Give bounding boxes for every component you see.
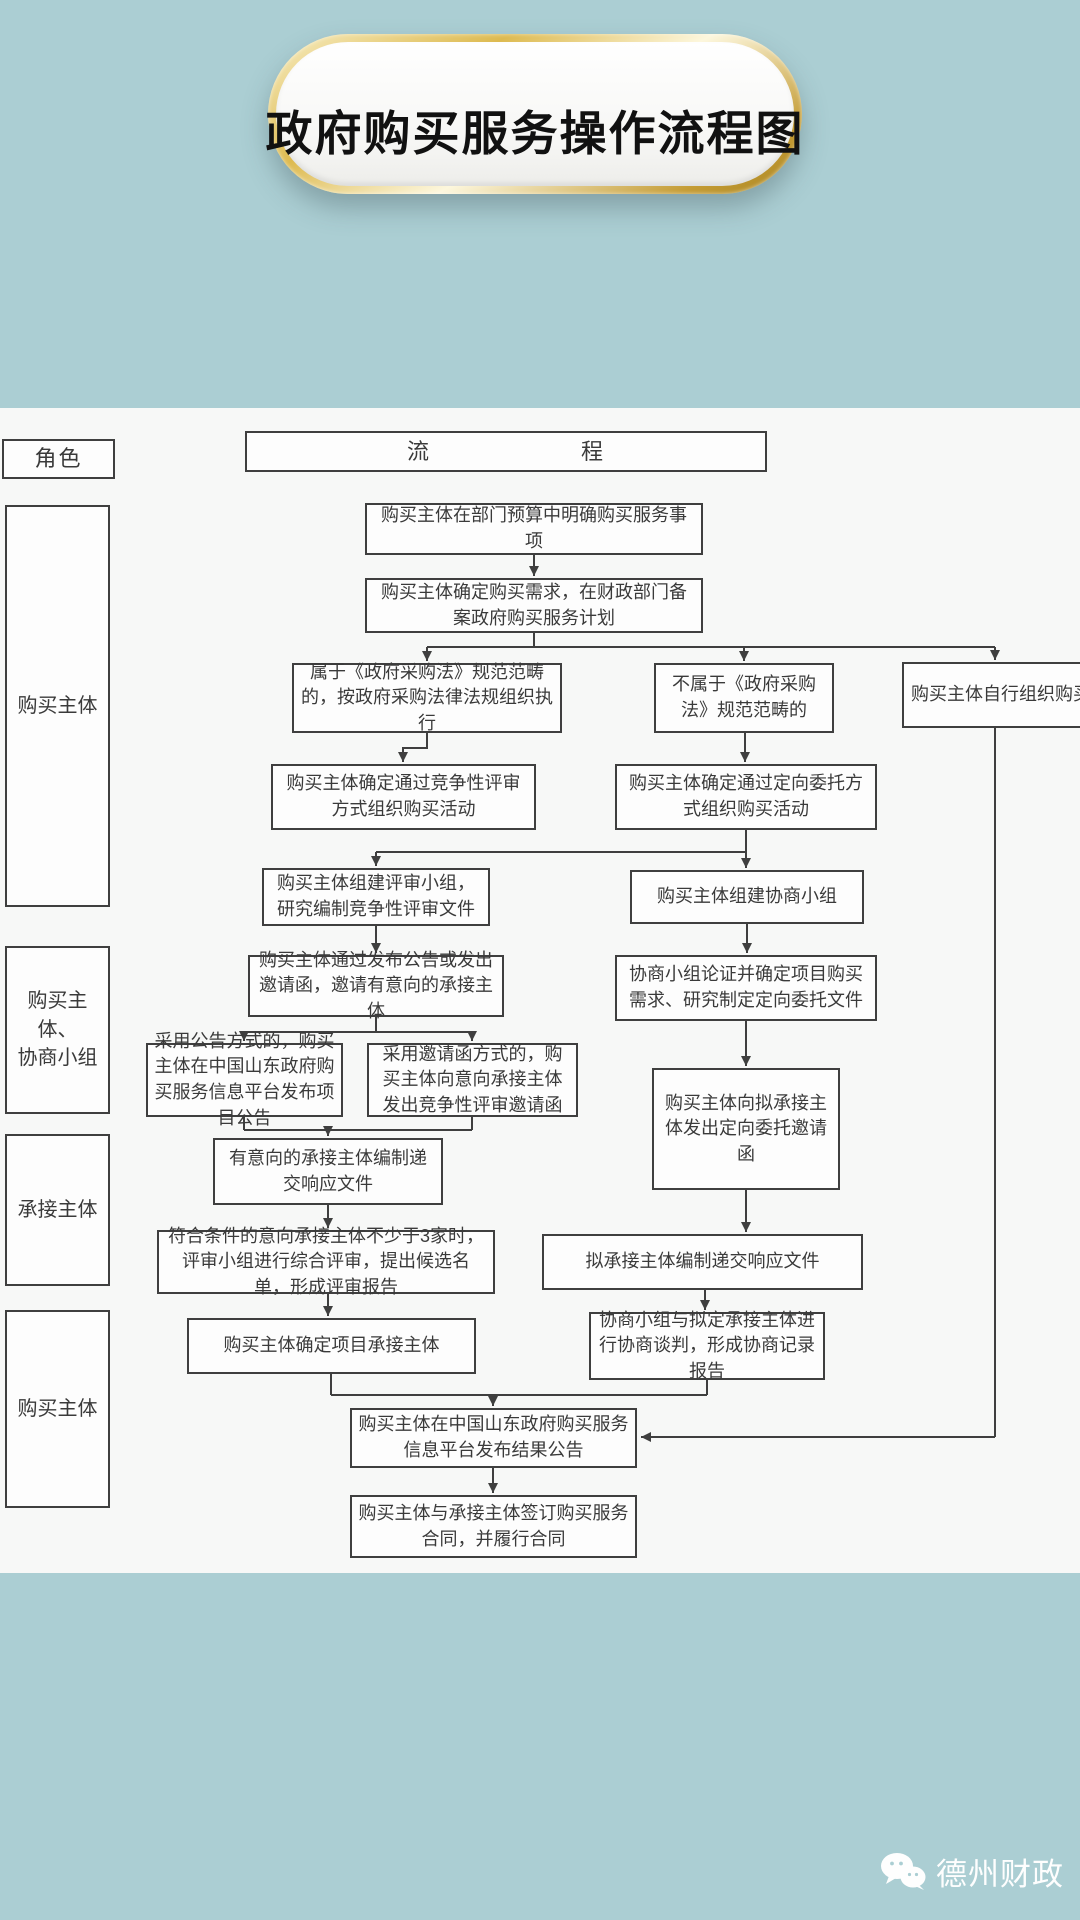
flow-node-5-self-organized-purchase: 购买主体自行组织购买 xyxy=(902,662,1080,728)
process-header-char-2: 程 xyxy=(581,438,606,464)
title-pill: 政府购买服务操作流程图 xyxy=(266,34,803,194)
flow-node-18-determine-undertaker: 购买主体确定项目承接主体 xyxy=(187,1318,476,1374)
flow-node-6-competitive-review-method: 购买主体确定通过竞争性评审方式组织购买活动 xyxy=(271,764,536,830)
title-pill-inner: 政府购买服务操作流程图 xyxy=(266,42,803,186)
flow-node-20-publish-result-announcement: 购买主体在中国山东政府购买服务信息平台发布结果公告 xyxy=(350,1408,637,1468)
page-title: 政府购买服务操作流程图 xyxy=(265,107,805,160)
role-lane-purchaser-1: 购买主体 xyxy=(5,505,110,907)
flow-node-17-proposed-undertaker-responds: 拟承接主体编制递交响应文件 xyxy=(542,1234,863,1290)
flow-node-3-within-procurement-law: 属于《政府采购法》规范范畴的，按政府采购法律法规组织执行 xyxy=(292,662,562,733)
watermark: 德州财政 xyxy=(880,1845,1065,1897)
role-lane-undertaker: 承接主体 xyxy=(5,1134,110,1286)
role-column-header: 角色 xyxy=(2,439,115,479)
flow-node-16-comprehensive-review-report: 符合条件的意向承接主体不少于3家时，评审小组进行综合评审，提出候选名单，形成评审… xyxy=(157,1226,495,1297)
flow-node-12-publish-project-announcement: 采用公告方式的，购买主体在中国山东政府购买服务信息平台发布项目公告 xyxy=(146,1031,343,1128)
process-header-char-1: 流 xyxy=(406,438,431,464)
flow-node-21-sign-and-perform-contract: 购买主体与承接主体签订购买服务合同，并履行合同 xyxy=(350,1495,637,1558)
wechat-logo-icon xyxy=(881,1853,926,1890)
flow-node-10-announcement-or-invitation: 购买主体通过发布公告或发出邀请函，邀请有意向的承接主体 xyxy=(248,950,504,1021)
process-column-header: 流 程 xyxy=(245,431,767,472)
flow-node-14-send-commission-invitation: 购买主体向拟承接主体发出定向委托邀请函 xyxy=(652,1068,840,1190)
flow-node-11-group-defines-demand: 协商小组论证并确定项目购买需求、研究制定定向委托文件 xyxy=(615,955,877,1021)
flow-node-4-outside-procurement-law: 不属于《政府采购法》规范范畴的 xyxy=(654,663,834,733)
role-lane-purchaser-2: 购买主体 xyxy=(5,1310,110,1508)
flow-node-19-negotiation-record-report: 协商小组与拟定承接主体进行协商谈判，形成协商记录报告 xyxy=(589,1310,825,1381)
watermark-label: 德州财政 xyxy=(936,1856,1064,1892)
flow-node-8-form-review-panel: 购买主体组建评审小组，研究编制竞争性评审文件 xyxy=(262,868,490,926)
flow-node-2-demand-filing: 购买主体确定购买需求，在财政部门备案政府购买服务计划 xyxy=(365,578,703,633)
flow-node-9-form-negotiation-group: 购买主体组建协商小组 xyxy=(630,870,864,924)
flow-node-1-budget-item: 购买主体在部门预算中明确购买服务事项 xyxy=(365,503,703,555)
flow-node-13-send-review-invitation: 采用邀请函方式的，购买主体向意向承接主体发出竞争性评审邀请函 xyxy=(367,1043,578,1117)
flow-node-7-directed-commission-method: 购买主体确定通过定向委托方式组织购买活动 xyxy=(615,764,877,830)
role-lane-purchaser-negotiation-group: 购买主体、 协商小组 xyxy=(5,946,110,1114)
flow-node-15-interested-undertakers-respond: 有意向的承接主体编制递交响应文件 xyxy=(213,1138,443,1205)
